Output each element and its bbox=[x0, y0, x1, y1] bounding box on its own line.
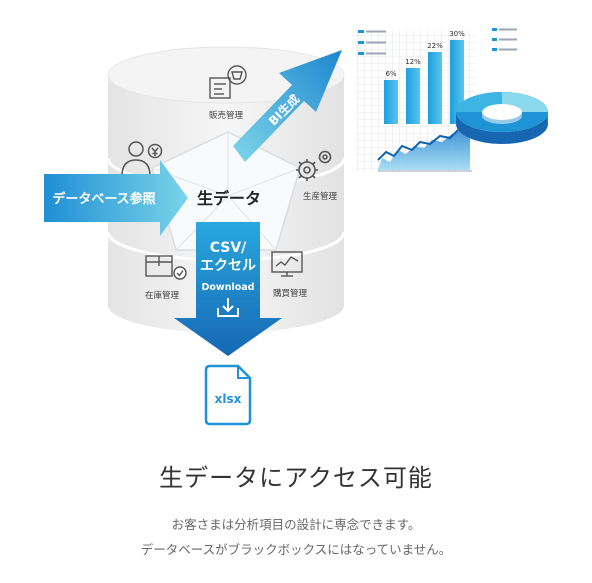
download-label: Download bbox=[202, 282, 255, 293]
xlsx-file-icon: xlsx bbox=[204, 364, 252, 426]
production-label: 生産管理 bbox=[303, 191, 338, 202]
center-label: 生データ bbox=[197, 189, 261, 208]
download-icon bbox=[217, 298, 239, 317]
legend-lines bbox=[358, 28, 517, 55]
box-check-icon bbox=[145, 255, 187, 280]
monitor-chart-icon bbox=[271, 251, 303, 277]
db-reference-arrow: データベース参照 bbox=[44, 160, 188, 236]
raw-data-diagram: 販売管理 生産管理 在庫管理 bbox=[44, 28, 548, 426]
gear-icon bbox=[296, 150, 332, 181]
sales-label: 販売管理 bbox=[209, 110, 244, 121]
bar-group bbox=[384, 40, 464, 124]
register-icon bbox=[209, 65, 247, 99]
description-line-2: データベースがブラックボックスにはなっていません。 bbox=[140, 542, 452, 557]
inventory-management-node: 在庫管理 bbox=[145, 255, 187, 301]
purchasing-label: 購買管理 bbox=[273, 288, 308, 299]
xlsx-label: xlsx bbox=[215, 392, 242, 406]
bi-chart-illustration: 6% 12% 22% 30% bbox=[356, 28, 548, 172]
donut-chart bbox=[456, 92, 548, 144]
excel-label: エクセル bbox=[200, 258, 256, 274]
bar-label-1: 6% bbox=[385, 70, 396, 78]
bar-label-4: 30% bbox=[449, 30, 465, 38]
csv-download-arrow: CSV/ エクセル Download bbox=[174, 222, 282, 356]
area-chart bbox=[377, 125, 472, 172]
sales-management-node: 販売管理 bbox=[209, 65, 247, 121]
bar-label-2: 12% bbox=[405, 58, 421, 66]
page-headline: 生データにアクセス可能 bbox=[159, 464, 433, 492]
description-line-1: お客さまは分析項目の設計に専念できます。 bbox=[171, 517, 421, 532]
db-reference-label: データベース参照 bbox=[52, 191, 155, 207]
inventory-label: 在庫管理 bbox=[145, 290, 180, 301]
person-yen-icon bbox=[121, 141, 163, 177]
bar-label-3: 22% bbox=[427, 42, 443, 50]
csv-label: CSV/ bbox=[210, 240, 247, 256]
production-management-node: 生産管理 bbox=[296, 150, 338, 202]
purchasing-management-node: 購買管理 bbox=[271, 251, 308, 299]
